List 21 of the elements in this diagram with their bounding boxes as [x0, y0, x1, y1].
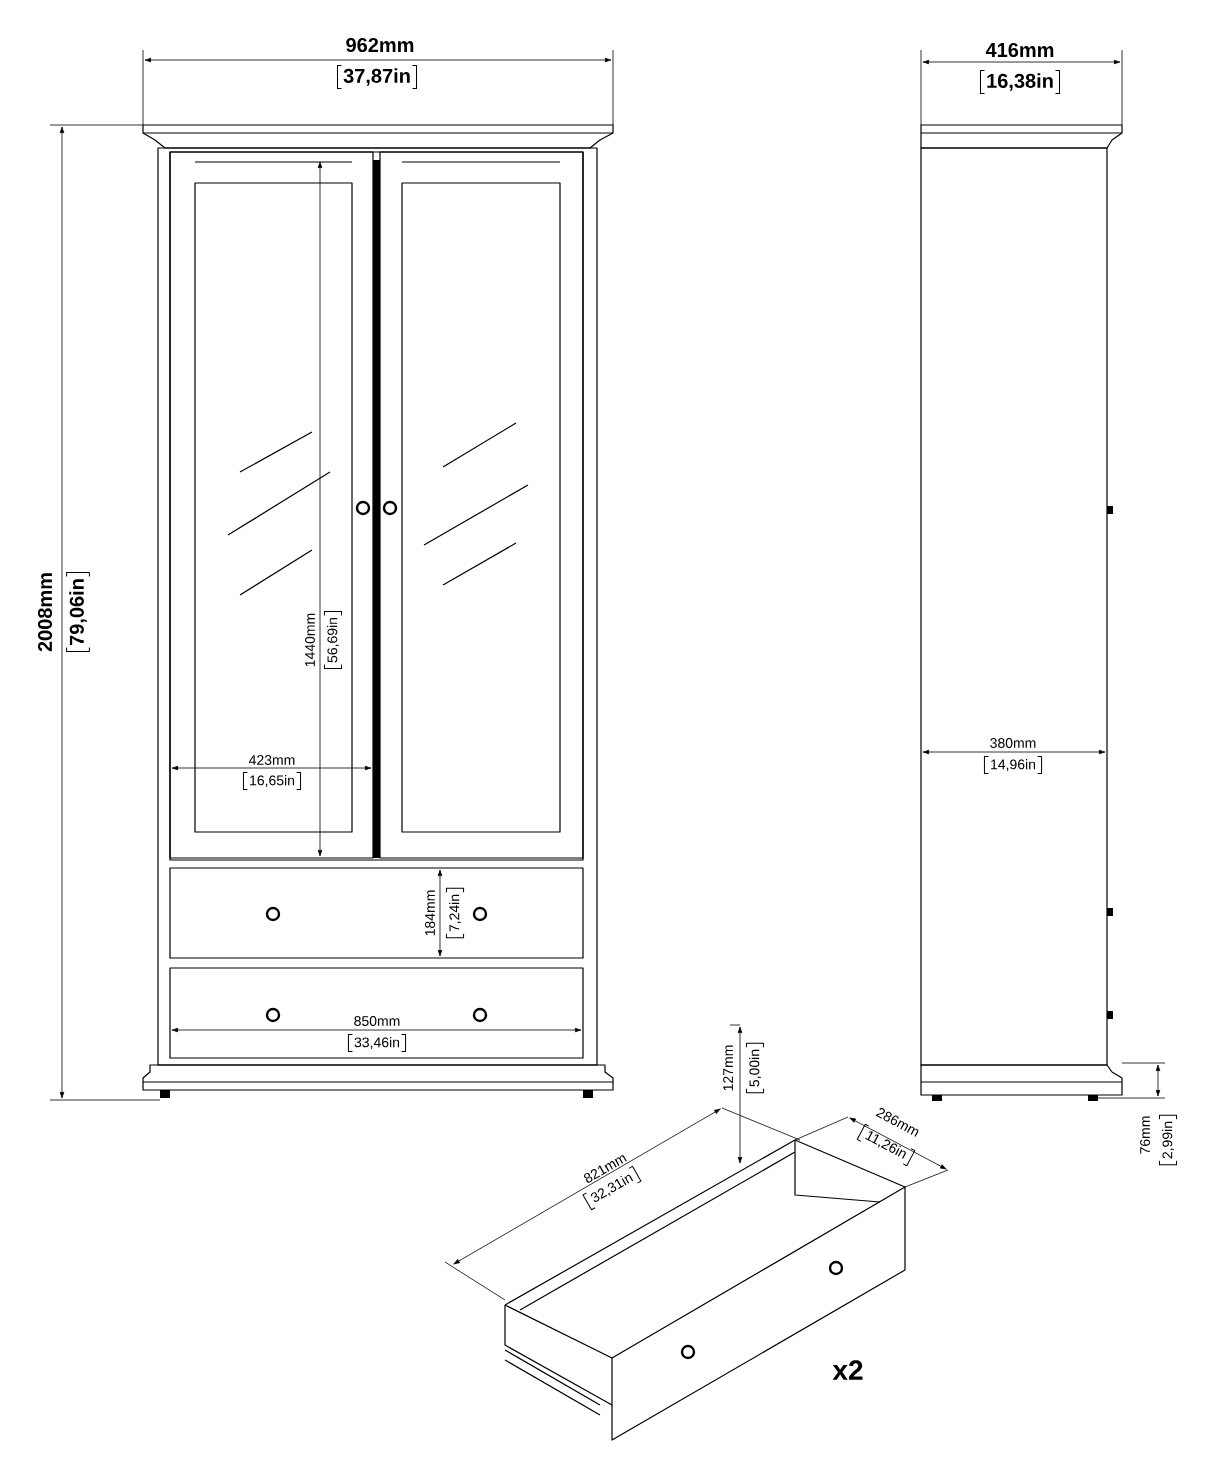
dimension-label: 76mm	[1140, 1116, 1150, 1154]
dimension-label: 7,24in	[445, 887, 465, 939]
dimension-label: 56,69in	[323, 610, 343, 670]
dimension-label: 850mm	[354, 1016, 400, 1026]
dimension-label: 16,65in	[242, 771, 302, 791]
dimension-label: 184mm	[425, 890, 435, 936]
dimension-label: 2,99in	[1158, 1114, 1178, 1166]
dimension-label: 2008mm	[37, 573, 53, 652]
dimension-label: 16,38in	[980, 70, 1060, 94]
dimension-label: 14,96in	[983, 755, 1043, 775]
dimension-label: 5,00in	[745, 1042, 765, 1094]
dimension-label: 962mm	[346, 37, 414, 53]
dimension-label: 79,06in	[66, 572, 90, 652]
dimension-label: 127mm	[723, 1045, 733, 1091]
dimension-label: 1440mm	[305, 613, 315, 667]
count-label: x2	[832, 1360, 863, 1380]
dimension-label: 380mm	[990, 738, 1036, 748]
dimension-label: 416mm	[985, 42, 1054, 58]
dimension-label: 423mm	[248, 755, 295, 765]
dimension-label: 37,87in	[337, 65, 417, 89]
dimension-label: 33,46in	[347, 1033, 407, 1053]
